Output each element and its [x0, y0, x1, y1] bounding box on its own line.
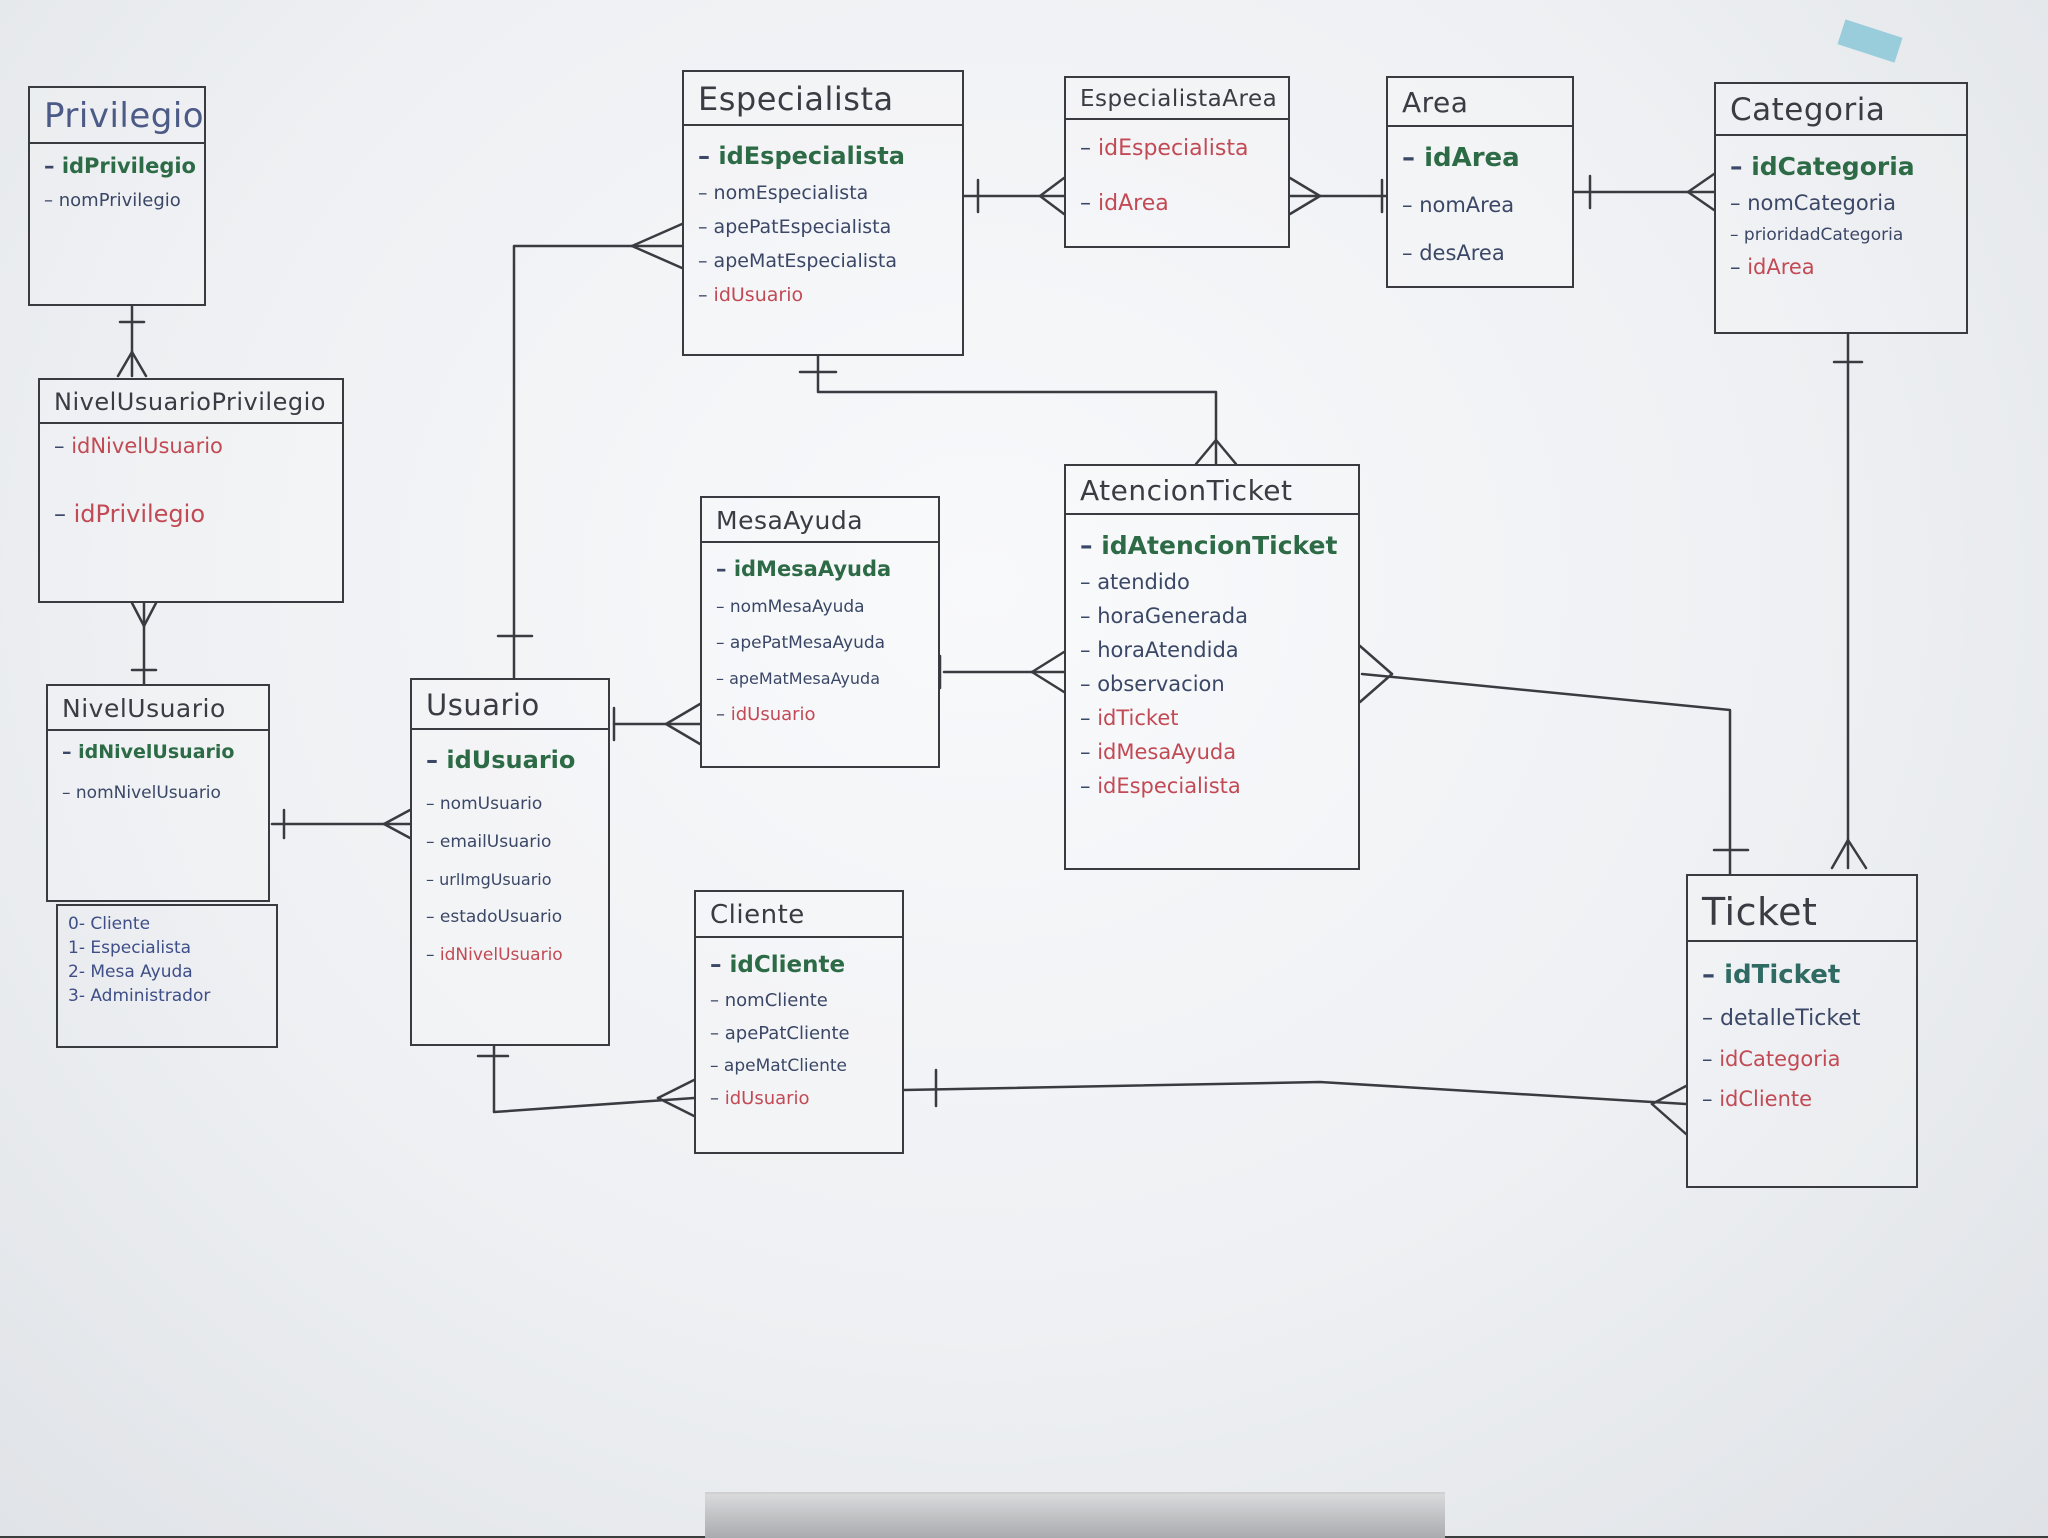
note-line: 3- Administrador	[68, 986, 211, 1006]
entity-title: Usuario	[412, 680, 608, 730]
rel-categoria-ticket	[1830, 332, 1868, 870]
entity-title: Privilegio	[30, 88, 204, 144]
rel-area-categoria	[1572, 172, 1716, 212]
entity-categoria: Categoria idCategoria nomCategoria prior…	[1714, 82, 1968, 334]
field-attr: nomEspecialista	[698, 182, 954, 204]
field-attr: observacion	[1080, 672, 1350, 696]
field-fk: idEspecialista	[1080, 774, 1350, 798]
field-attr: urlImgUsuario	[426, 870, 600, 889]
rel-especialista-especialistaarea	[962, 176, 1066, 216]
entity-privilegio: Privilegio idPrivilegio nomPrivilegio	[28, 86, 206, 306]
rel-usuario-especialista	[496, 222, 684, 680]
field-attr: nomUsuario	[426, 794, 600, 814]
field-pk: idMesaAyuda	[716, 557, 930, 581]
field-attr: atendido	[1080, 570, 1350, 594]
entity-title: Cliente	[696, 892, 902, 938]
entity-ticket: Ticket idTicket detalleTicket idCategori…	[1686, 874, 1918, 1188]
entity-title: NivelUsuarioPrivilegio	[40, 380, 342, 424]
field-fk: idUsuario	[710, 1088, 894, 1109]
field-fk: idCliente	[1702, 1087, 1908, 1111]
note-line: 1- Especialista	[68, 938, 192, 958]
rel-especialista-atencionticket	[798, 354, 1238, 466]
field-attr: detalleTicket	[1702, 1006, 1908, 1031]
field-fk: idNivelUsuario	[426, 945, 600, 965]
entity-nivel-usuario-privilegio: NivelUsuarioPrivilegio idNivelUsuario id…	[38, 378, 344, 603]
entity-title: Ticket	[1688, 876, 1916, 942]
rel-especialistaarea-area	[1288, 176, 1388, 216]
field-attr: nomNivelUsuario	[62, 783, 260, 803]
entity-title: EspecialistaArea	[1066, 78, 1288, 120]
rel-atencionticket-ticket	[1358, 644, 1750, 876]
rel-usuario-cliente	[476, 1044, 696, 1118]
field-attr: nomCliente	[710, 990, 894, 1011]
entity-nivel-usuario: NivelUsuario idNivelUsuario nomNivelUsua…	[46, 684, 270, 902]
field-fk: idArea	[1730, 255, 1958, 279]
rel-mesaayuda-atencionticket	[938, 650, 1066, 694]
field-attr: prioridadCategoria	[1730, 225, 1958, 245]
entity-especialista-area: EspecialistaArea idEspecialista idArea	[1064, 76, 1290, 248]
entity-title: NivelUsuario	[48, 686, 268, 731]
note-line: 2- Mesa Ayuda	[68, 962, 193, 982]
field-attr: nomMesaAyuda	[716, 597, 930, 617]
rel-cliente-ticket	[902, 1068, 1688, 1136]
field-pk: idCategoria	[1730, 152, 1958, 181]
rel-nivelusuario-usuario	[270, 808, 412, 840]
field-fk: idNivelUsuario	[54, 434, 334, 458]
entity-usuario: Usuario idUsuario nomUsuario emailUsuari…	[410, 678, 610, 1046]
field-pk: idUsuario	[426, 746, 600, 774]
field-pk: idPrivilegio	[44, 154, 196, 178]
entity-mesa-ayuda: MesaAyuda idMesaAyuda nomMesaAyuda apePa…	[700, 496, 940, 768]
field-attr: apeMatMesaAyuda	[716, 669, 930, 688]
field-attr: apeMatEspecialista	[698, 250, 954, 272]
field-attr: emailUsuario	[426, 832, 600, 852]
field-fk: idMesaAyuda	[1080, 740, 1350, 764]
entity-title: Categoria	[1716, 84, 1966, 136]
field-attr: desArea	[1402, 241, 1564, 265]
marker-tray	[705, 1492, 1445, 1538]
field-attr: estadoUsuario	[426, 907, 600, 927]
rel-privilegio-nivelusuarioprivilegio	[116, 304, 148, 378]
field-fk: idPrivilegio	[54, 500, 334, 528]
field-pk: idEspecialista	[698, 142, 954, 170]
entity-title: MesaAyuda	[702, 498, 938, 543]
entity-title: Especialista	[684, 72, 962, 126]
entity-title: AtencionTicket	[1066, 466, 1358, 515]
field-attr: nomArea	[1402, 193, 1564, 217]
field-pk: idTicket	[1702, 960, 1908, 990]
field-fk: idCategoria	[1702, 1047, 1908, 1071]
note-line: 0- Cliente	[68, 914, 151, 934]
field-fk: idUsuario	[698, 284, 954, 306]
rel-nivelusuarioprivilegio-nivelusuario	[130, 601, 158, 686]
field-attr: apePatEspecialista	[698, 216, 954, 238]
field-pk: idNivelUsuario	[62, 741, 260, 763]
field-pk: idAtencionTicket	[1080, 531, 1350, 560]
field-attr: nomPrivilegio	[44, 190, 196, 211]
field-attr: apeMatCliente	[710, 1056, 894, 1076]
field-fk: idUsuario	[716, 704, 930, 725]
entity-area: Area idArea nomArea desArea	[1386, 76, 1574, 288]
field-attr: nomCategoria	[1730, 191, 1958, 215]
entity-especialista: Especialista idEspecialista nomEspeciali…	[682, 70, 964, 356]
field-pk: idCliente	[710, 952, 894, 978]
field-attr: horaAtendida	[1080, 638, 1350, 662]
entity-title: Area	[1388, 78, 1572, 127]
field-attr: apePatMesaAyuda	[716, 633, 930, 653]
field-fk: idEspecialista	[1080, 136, 1280, 161]
field-fk: idTicket	[1080, 706, 1350, 730]
rel-usuario-mesaayuda	[612, 702, 702, 746]
field-fk: idArea	[1080, 191, 1280, 216]
field-attr: horaGenerada	[1080, 604, 1350, 628]
entity-atencion-ticket: AtencionTicket idAtencionTicket atendido…	[1064, 464, 1360, 870]
nivel-usuario-values-note: 0- Cliente 1- Especialista 2- Mesa Ayuda…	[56, 904, 278, 1048]
field-pk: idArea	[1402, 143, 1564, 173]
field-attr: apePatCliente	[710, 1023, 894, 1044]
entity-cliente: Cliente idCliente nomCliente apePatClien…	[694, 890, 904, 1154]
